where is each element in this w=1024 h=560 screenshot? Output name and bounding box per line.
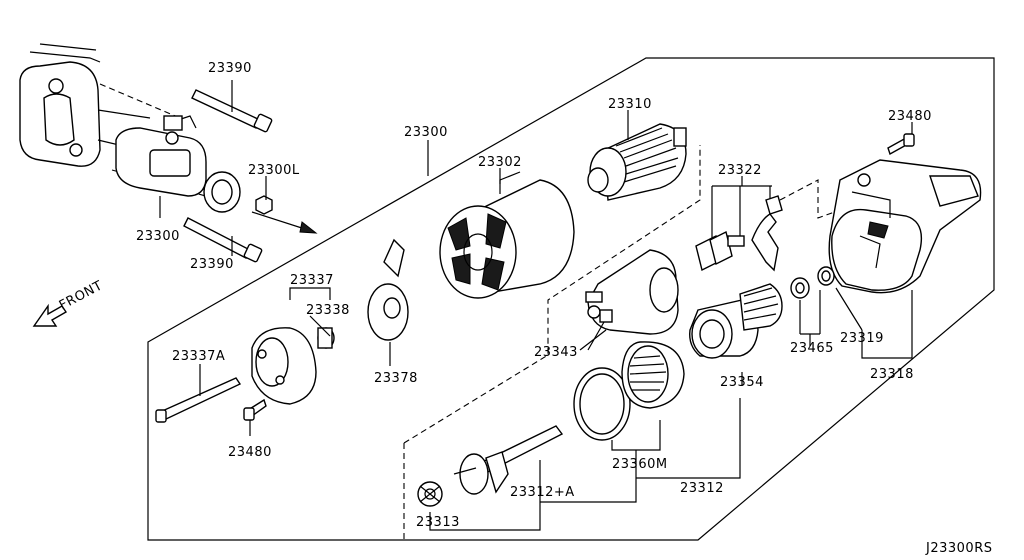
label-23337A: 23337A	[172, 349, 225, 364]
leader-23338	[309, 315, 331, 337]
screw-23480-bottom	[243, 398, 267, 436]
screw-23480-top	[887, 122, 915, 156]
leader-23312	[636, 398, 741, 479]
plate-23378	[367, 238, 409, 366]
subassembly-boundary-2	[403, 145, 701, 444]
diagram-code: J23300RS	[925, 541, 992, 556]
label-23302: 23302	[478, 155, 522, 170]
label-23338: 23338	[306, 303, 350, 318]
bolt-23390-top	[191, 80, 273, 133]
label-23337: 23337	[290, 273, 334, 288]
solenoid-23343	[585, 249, 679, 351]
front-label: FRONT	[57, 278, 105, 313]
label-23360M: 23360M	[612, 457, 668, 472]
label-23313: 23313	[416, 515, 460, 530]
leader-23312A	[540, 450, 637, 503]
output-shaft-23312	[453, 425, 564, 495]
label-23480-top: 23480	[888, 109, 932, 124]
rear-housing-23318	[828, 159, 982, 294]
label-23319: 23319	[840, 331, 884, 346]
bolt-23390-bottom	[183, 217, 263, 263]
label-23312A: 23312+A	[510, 485, 575, 500]
starter-motor-installed	[115, 115, 241, 213]
label-23318: 23318	[870, 367, 914, 382]
subassembly-boundary-3	[779, 179, 841, 219]
leader-23313	[429, 460, 541, 531]
label-23354: 23354	[720, 375, 764, 390]
drive-pinion-23354	[689, 283, 783, 359]
bolt-23337A	[155, 364, 242, 423]
label-23390-bottom: 23390	[190, 257, 234, 272]
label-23300-car: 23300	[136, 229, 180, 244]
washers-23465-23319	[790, 266, 913, 359]
label-23322: 23322	[718, 163, 762, 178]
label-23378: 23378	[374, 371, 418, 386]
label-23343: 23343	[534, 345, 578, 360]
label-23312: 23312	[680, 481, 724, 496]
assembly-frame	[147, 57, 995, 541]
armature-23310	[587, 110, 687, 201]
label-23465: 23465	[790, 341, 834, 356]
pinion-gear-23313	[417, 481, 443, 507]
label-23300-box: 23300	[404, 125, 448, 140]
front-bracket-23337	[251, 287, 331, 405]
label-23480-bottom: 23480	[228, 445, 272, 460]
gear-ring-23360M	[573, 341, 685, 451]
label-23300L: 23300L	[248, 163, 300, 178]
nut-23300L	[255, 176, 273, 215]
label-23390-top: 23390	[208, 61, 252, 76]
leader-23343	[579, 329, 607, 351]
bushing-23338	[317, 327, 335, 349]
engine-mount-sketch	[19, 43, 318, 234]
brush-parts-23322	[695, 176, 783, 272]
front-arrow: FRONT	[32, 278, 105, 327]
label-23310: 23310	[608, 97, 652, 112]
yoke-housing-23302	[439, 171, 575, 299]
